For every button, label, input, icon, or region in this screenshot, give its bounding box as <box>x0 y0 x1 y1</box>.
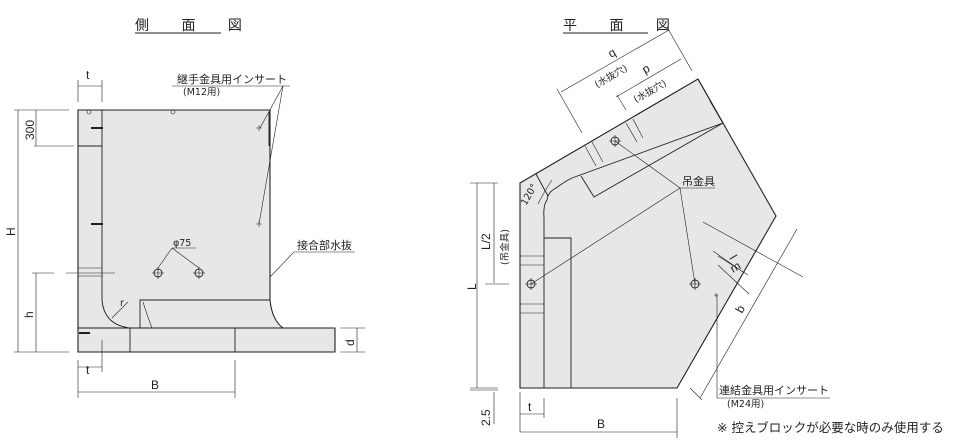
insert-mark-icon <box>79 109 262 334</box>
connector-insert-spec: (M24用) <box>727 399 764 410</box>
dim-q-sub: (水抜穴) <box>593 62 630 90</box>
dim-B: B <box>151 378 159 392</box>
plan-view: 平 面 図 吊金具 120° q (水抜穴) <box>465 18 830 438</box>
dim-gap: 2.5 <box>479 409 493 426</box>
drain-holes <box>520 118 644 314</box>
side-block-body <box>77 109 336 353</box>
drain-label: 接合部水抜 <box>297 238 352 252</box>
insert-leader <box>172 85 290 225</box>
side-view-title: 側 面 図 <box>135 18 256 34</box>
lifting-label: 吊金具 <box>682 174 715 188</box>
dim-t: t <box>528 400 532 414</box>
insert-spec: (M12用) <box>183 87 220 98</box>
plan-dimension-lines <box>470 26 830 438</box>
insert-label: 継手金具用インサート <box>177 72 287 86</box>
side-view: 側 面 図 継手金具用インサート (M12用) <box>4 18 365 398</box>
inner-recess <box>580 100 724 198</box>
hole-icon <box>152 267 205 279</box>
inner-step <box>139 299 270 328</box>
lifting-leader <box>530 140 715 285</box>
drain-leader <box>269 251 355 278</box>
step-curve <box>142 301 153 329</box>
dim-l: l <box>726 253 739 262</box>
dim-H: H <box>4 227 18 236</box>
arc-tick <box>535 173 549 197</box>
dim-B-plan: B <box>597 417 605 431</box>
dim-b: b <box>732 302 748 315</box>
dim-L: L <box>465 283 479 290</box>
hole-label: φ75 <box>173 238 191 249</box>
dim-L2-sub: (吊金具) <box>499 229 511 265</box>
side-dimension-lines <box>14 80 365 398</box>
dim-300: 300 <box>23 120 37 140</box>
plan-view-title: 平 面 図 <box>563 18 684 34</box>
dim-t-top: t <box>86 68 90 82</box>
dim-t-bottom: t <box>86 363 90 377</box>
fillet-r <box>101 299 131 329</box>
dim-r: r <box>120 298 124 309</box>
dim-d: d <box>343 339 357 346</box>
dim-h: h <box>22 311 36 318</box>
hole-leader <box>157 247 200 269</box>
counter-block <box>544 237 572 388</box>
dim-L2: L/2 <box>479 233 493 250</box>
connector-insert-label: 連結金具用インサート <box>719 383 829 397</box>
dim-q: q <box>606 45 619 60</box>
dim-p: p <box>640 61 653 77</box>
angle-arc <box>537 179 553 205</box>
plan-block-body <box>519 78 777 389</box>
wall-inner-line <box>543 122 724 388</box>
footnote: ※ 控えブロックが必要な時のみ使用する <box>717 420 944 435</box>
